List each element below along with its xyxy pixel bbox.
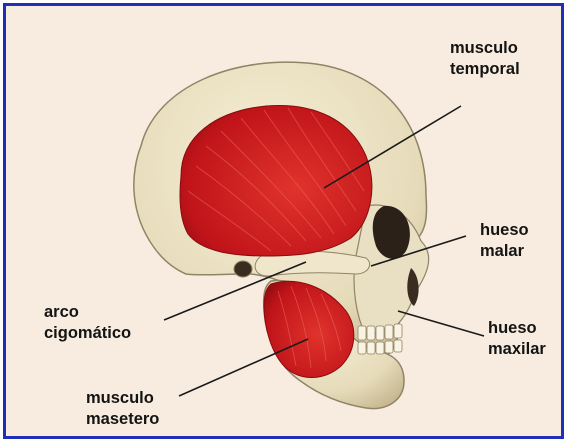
label-maxilar-line1: hueso <box>488 318 546 339</box>
label-arco-cigomatico: arco cigomático <box>44 302 131 344</box>
label-malar-line1: hueso <box>480 220 529 241</box>
label-temporal-line1: musculo <box>450 38 520 59</box>
label-musculo-masetero: musculo masetero <box>86 388 159 430</box>
label-arco-line2: cigomático <box>44 323 131 344</box>
label-musculo-temporal: musculo temporal <box>450 38 520 80</box>
diagram-frame: musculo temporal hueso malar arco cigomá… <box>3 3 564 439</box>
leader-maxilar <box>398 311 484 336</box>
ear-hole <box>234 261 252 277</box>
label-masetero-line2: masetero <box>86 409 159 430</box>
label-masetero-line1: musculo <box>86 388 159 409</box>
label-temporal-line2: temporal <box>450 59 520 80</box>
label-arco-line1: arco <box>44 302 131 323</box>
label-maxilar-line2: maxilar <box>488 339 546 360</box>
label-hueso-maxilar: hueso maxilar <box>488 318 546 360</box>
label-hueso-malar: hueso malar <box>480 220 529 262</box>
label-malar-line2: malar <box>480 241 529 262</box>
